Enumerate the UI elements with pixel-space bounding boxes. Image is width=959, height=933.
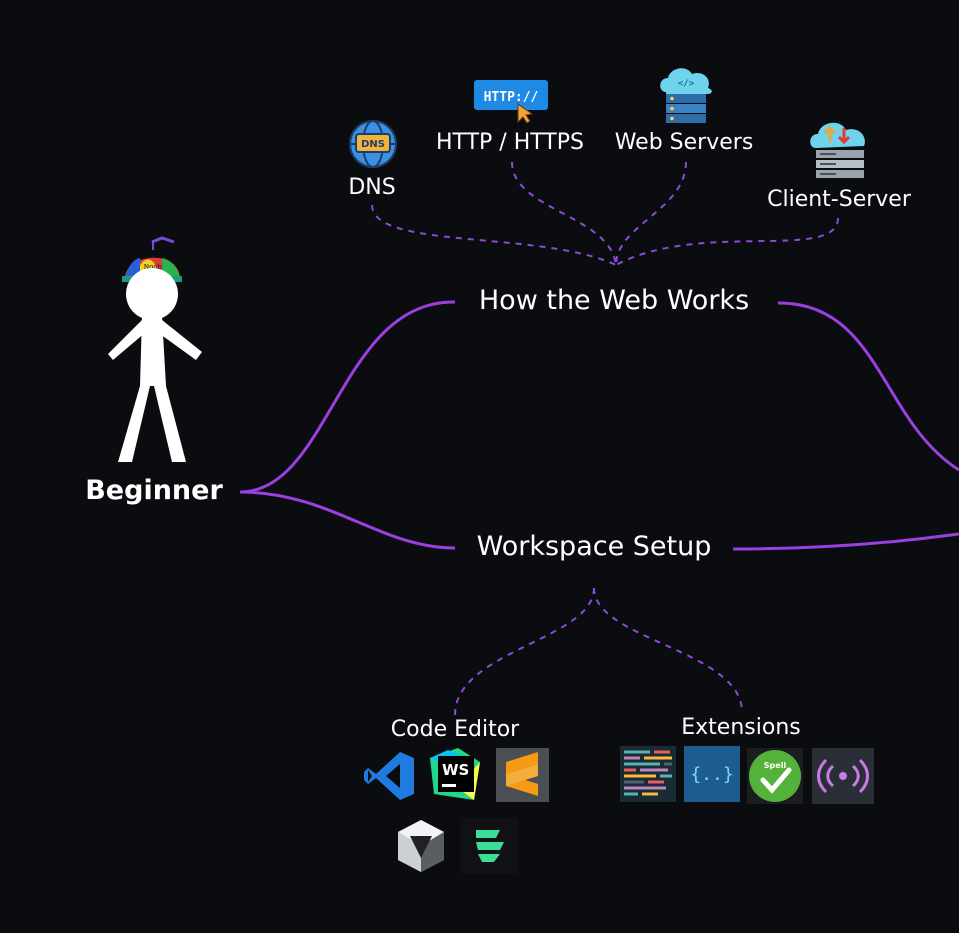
http-browser-icon: HTTP:// (474, 80, 548, 124)
dns-globe-icon: DNS (349, 120, 397, 168)
dashed-clientserver (615, 217, 839, 266)
topic-extensions[interactable]: Extensions (681, 715, 801, 740)
beginner-figure-icon: Noob (108, 236, 202, 462)
connector-root-web (239, 300, 456, 494)
live-server-icon (812, 748, 874, 804)
webstorm-badge: WS (442, 761, 469, 779)
svg-text:{..}: {..} (690, 764, 733, 785)
topic-web-servers[interactable]: Web Servers (614, 130, 754, 155)
spell-badge: Spell (764, 761, 787, 770)
zed-icon (398, 820, 444, 872)
svg-text:</>: </> (678, 79, 695, 89)
spell-checker-icon: Spell (747, 748, 803, 804)
vscode-icon (364, 752, 414, 800)
dashed-codeeditor (454, 587, 595, 716)
http-badge: HTTP:// (484, 90, 539, 105)
web-server-cloud-icon: </> (660, 68, 712, 123)
connector-web-right (777, 301, 959, 472)
dns-badge: DNS (361, 139, 385, 150)
sublime-text-icon (496, 748, 549, 802)
bracket-pair-icon: {..} (684, 746, 740, 802)
dashed-http (511, 161, 617, 266)
dashed-webservers (615, 161, 687, 266)
root-node-beginner[interactable]: Beginner (85, 475, 223, 506)
fleet-icon (460, 818, 518, 874)
dashed-dns (371, 204, 617, 266)
cap-badge: Noob (144, 263, 163, 271)
topic-http[interactable]: HTTP / HTTPS (436, 130, 584, 155)
prettier-icon (620, 746, 676, 802)
webstorm-icon: WS (430, 748, 480, 800)
branch-how-the-web-works[interactable]: How the Web Works (478, 285, 750, 316)
client-server-cloud-icon (810, 122, 865, 178)
topic-dns[interactable]: DNS (348, 175, 396, 200)
topic-code-editor[interactable]: Code Editor (390, 717, 520, 742)
branch-workspace-setup[interactable]: Workspace Setup (476, 531, 712, 562)
dashed-extensions (593, 587, 743, 713)
connector-root-workspace (239, 490, 456, 550)
connector-workspace-right (732, 532, 959, 551)
topic-client-server[interactable]: Client-Server (767, 187, 911, 212)
